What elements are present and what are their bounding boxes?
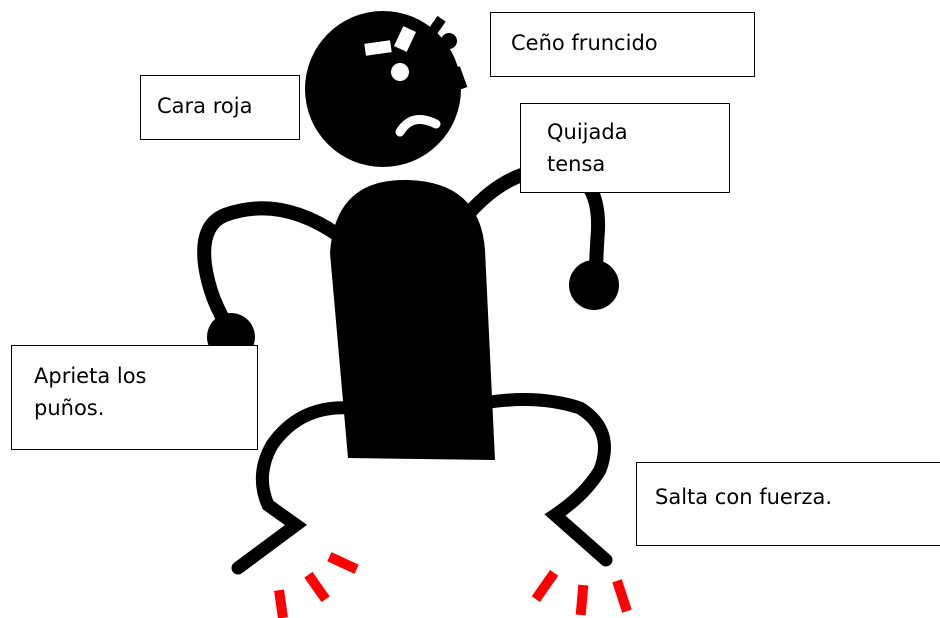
eye xyxy=(391,63,409,81)
label-fists-text: Aprieta los puños. xyxy=(34,364,147,420)
label-fists: Aprieta los puños. xyxy=(11,345,258,450)
label-jump: Salta con fuerza. xyxy=(636,462,940,546)
left-leg xyxy=(231,401,357,575)
torso xyxy=(330,179,495,460)
anger-dot xyxy=(441,33,457,49)
label-jaw-text: Quijada tensa xyxy=(547,120,628,176)
impact-mark xyxy=(274,589,288,618)
brow-left xyxy=(364,40,392,56)
anger-stroke xyxy=(420,15,446,47)
nose xyxy=(446,66,468,92)
label-jump-text: Salta con fuerza. xyxy=(655,485,833,509)
impact-mark xyxy=(327,552,359,574)
label-jaw: Quijada tensa xyxy=(520,103,730,193)
mouth xyxy=(395,115,441,137)
label-frown: Ceño fruncido xyxy=(490,12,755,77)
right-leg xyxy=(483,393,613,567)
impact-mark xyxy=(612,579,632,613)
label-red-face-text: Cara roja xyxy=(157,94,253,118)
label-frown-text: Ceño fruncido xyxy=(511,31,658,55)
impact-mark xyxy=(575,584,589,616)
left-arm xyxy=(197,201,345,337)
impact-mark xyxy=(304,571,330,603)
right-fist xyxy=(569,260,619,310)
label-red-face: Cara roja xyxy=(140,75,300,140)
head xyxy=(305,11,461,167)
impact-mark xyxy=(531,570,559,602)
brow-right xyxy=(394,26,416,52)
